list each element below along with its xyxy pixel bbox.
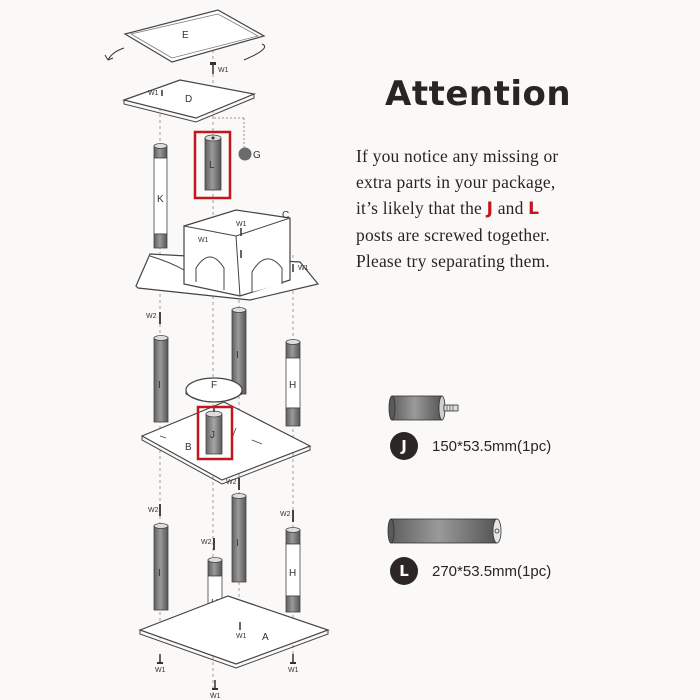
hammock-part-e: E <box>104 9 266 63</box>
svg-text:B: B <box>185 442 192 453</box>
attention-notice: If you notice any missing or extra parts… <box>356 143 596 274</box>
svg-text:W1: W1 <box>210 693 221 700</box>
connector-w2-lower-center: W2 <box>201 538 215 550</box>
post-part-i-left: I <box>153 335 169 423</box>
svg-text:G: G <box>253 150 261 161</box>
part-l-illustration <box>387 518 502 544</box>
svg-text:W1: W1 <box>288 667 299 674</box>
svg-text:H: H <box>289 568 296 579</box>
svg-text:W1: W1 <box>236 221 247 228</box>
connector-w2-lower-left: W2 <box>148 504 161 516</box>
post-part-j: J <box>205 406 223 455</box>
svg-text:W2: W2 <box>201 539 212 546</box>
part-j-row: J 150*53.5mm(1pc) <box>390 432 551 460</box>
svg-text:I: I <box>158 568 161 579</box>
highlight-letter-j: J <box>486 199 494 219</box>
screw-w1-top: W1 <box>210 62 229 74</box>
highlight-box-l <box>193 130 232 200</box>
part-l-spec: 270*53.5mm(1pc) <box>432 562 552 580</box>
part-j-badge: J <box>390 432 418 460</box>
part-j-spec: 150*53.5mm(1pc) <box>432 437 552 455</box>
notice-line-5: Please try separating them. <box>356 251 550 271</box>
svg-text:I: I <box>158 380 161 391</box>
svg-text:F: F <box>211 380 217 391</box>
highlight-letter-l: L <box>528 199 540 219</box>
connector-w2-lower-right: W2 <box>280 510 294 522</box>
post-part-i-center: I <box>231 307 247 395</box>
platform-part-b: B <box>140 401 312 485</box>
svg-text:W2: W2 <box>148 507 159 514</box>
svg-text:A: A <box>262 632 269 643</box>
svg-text:I: I <box>236 538 239 549</box>
svg-text:W1: W1 <box>218 67 229 74</box>
platform-part-d: D W1 <box>121 79 257 123</box>
svg-text:W1: W1 <box>298 265 309 272</box>
part-l-badge: L <box>390 557 418 585</box>
notice-line-3-text: it’s likely that the <box>356 198 482 218</box>
svg-text:W1: W1 <box>236 633 247 640</box>
svg-text:W1: W1 <box>148 90 159 97</box>
svg-text:W1: W1 <box>155 667 166 674</box>
connector-w2-middle: W2 <box>226 478 240 490</box>
svg-text:I: I <box>236 350 239 361</box>
round-platform-part-f: F <box>185 377 243 403</box>
screws-w1-bottom: W1 W1 W1 W1 <box>155 622 299 700</box>
highlight-box-j <box>196 405 234 461</box>
svg-text:W1: W1 <box>198 237 209 244</box>
post-part-l: L <box>204 134 222 191</box>
base-board-part-a: A <box>138 595 330 669</box>
post-part-k: K <box>153 143 168 249</box>
svg-text:D: D <box>185 94 192 105</box>
svg-text:K: K <box>157 194 164 205</box>
part-l-row: L 270*53.5mm(1pc) <box>390 557 551 585</box>
svg-text:J: J <box>210 430 215 441</box>
part-j-illustration <box>388 395 459 421</box>
notice-line-4: posts are screwed together. <box>356 225 550 245</box>
svg-text:W2: W2 <box>146 313 157 320</box>
notice-line-3: it’s likely that the J and L <box>356 195 596 222</box>
post-part-i-lower-center: I <box>231 493 247 583</box>
notice-and-word: and <box>497 198 524 218</box>
svg-text:H: H <box>289 380 296 391</box>
svg-text:E: E <box>182 30 189 41</box>
svg-text:C: C <box>282 210 289 221</box>
notice-line-2: extra parts in your package, <box>356 172 556 192</box>
svg-text:W2: W2 <box>226 479 237 486</box>
ball-toy-part-g: G <box>214 117 261 161</box>
assembly-diagram: E W1 D W1 G K L <box>104 9 330 700</box>
post-part-i-lower-left: I <box>153 523 169 611</box>
notice-line-1: If you notice any missing or <box>356 146 559 166</box>
svg-text:L: L <box>209 160 215 171</box>
post-part-h-right: H <box>285 339 301 427</box>
post-part-h-lower-right: H <box>285 527 301 613</box>
attention-title: Attention <box>385 74 572 114</box>
svg-text:W2: W2 <box>280 511 291 518</box>
condo-part-c: C W1 W1 W1 <box>135 209 320 301</box>
connector-w2-upper: W2 <box>146 312 161 324</box>
